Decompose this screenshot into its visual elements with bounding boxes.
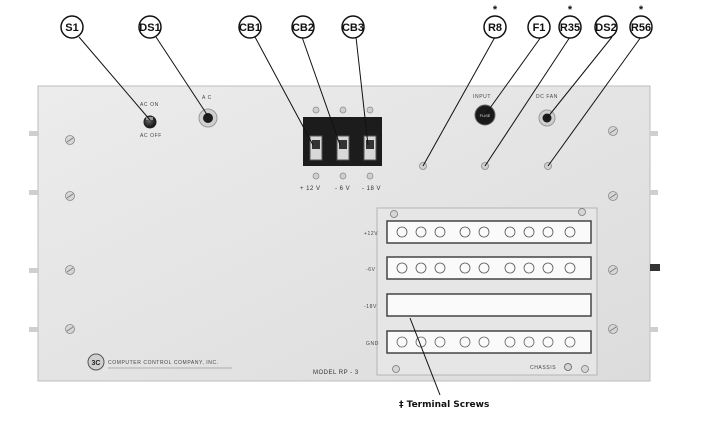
svg-text:*: * [568,4,573,16]
callout-ds2: DS2 [594,15,618,39]
rack-tabs-right [650,131,660,332]
ac-power-switch[interactable] [143,115,157,129]
svg-text:CB2: CB2 [292,22,314,34]
leader-lines [78,36,642,396]
terminal-strip-2 [386,256,592,280]
mounting-screws-right [608,126,618,334]
dc-fan-label: DC FAN [536,94,558,100]
svg-text:F1: F1 [533,22,546,34]
svg-text:R56: R56 [631,22,651,34]
terminal-row-label-2: -6V [366,267,376,273]
svg-text:CB1: CB1 [239,22,261,34]
mounting-screws-left [65,135,75,334]
callout-ds1: DS1 [138,15,162,39]
callout-cb1: CB1 [238,15,262,39]
svg-text:R8: R8 [488,22,502,34]
chassis-label: CHASSIS [530,365,556,371]
rack-tabs-left [29,131,39,332]
terminal-row-label-1: +12V [364,231,378,237]
terminal-screws-caption: ‡ Terminal Screws [399,400,489,410]
breaker-6v-label: - 6 V [335,186,350,192]
svg-text:R35: R35 [560,22,580,34]
terminal-row-label-3: -18V [364,304,377,310]
circuit-breaker-cb1[interactable] [309,135,323,161]
company-name: COMPUTER CONTROL COMPANY, INC. [108,360,219,366]
callout-r8: R8 * [483,4,507,39]
callout-r35: R35 * [558,4,582,39]
callout-cb2: CB2 [291,15,315,39]
svg-text:3C: 3C [92,360,101,367]
terminal-strip-3 [386,293,592,317]
callout-r56: R56 * [629,4,653,39]
circuit-breaker-cb3[interactable] [363,135,377,161]
company-logo: 3C [87,353,105,371]
terminal-row-label-4: GND [366,341,379,347]
chassis-ground-screw [564,363,572,371]
terminal-strip-1 [386,220,592,244]
callout-cb3: CB3 [341,15,365,39]
callout-f1: F1 [527,15,551,39]
model-label: MODEL RP - 3 [313,370,359,376]
svg-text:*: * [639,4,644,16]
ac-indicator-lamp [198,108,218,128]
terminal-board-corner-screws [390,208,589,373]
ac-off-label: AC OFF [140,133,162,139]
callout-s1: S1 [60,15,84,39]
svg-text:CB3: CB3 [342,22,364,34]
svg-text:*: * [493,4,498,16]
terminal-strip-4 [386,330,592,354]
input-label: INPUT [473,94,491,100]
ac-on-label: AC ON [140,102,159,108]
svg-text:DS2: DS2 [595,22,616,34]
ac-indicator-label: A C [202,95,212,101]
svg-text:S1: S1 [65,22,78,34]
breaker-screws [312,106,374,180]
circuit-breaker-cb2[interactable] [336,135,350,161]
fuse-label: FUSE [480,113,491,118]
svg-text:DS1: DS1 [139,22,160,34]
breaker-18v-label: - 18 V [362,186,381,192]
breaker-12v-label: + 12 V [300,186,321,192]
